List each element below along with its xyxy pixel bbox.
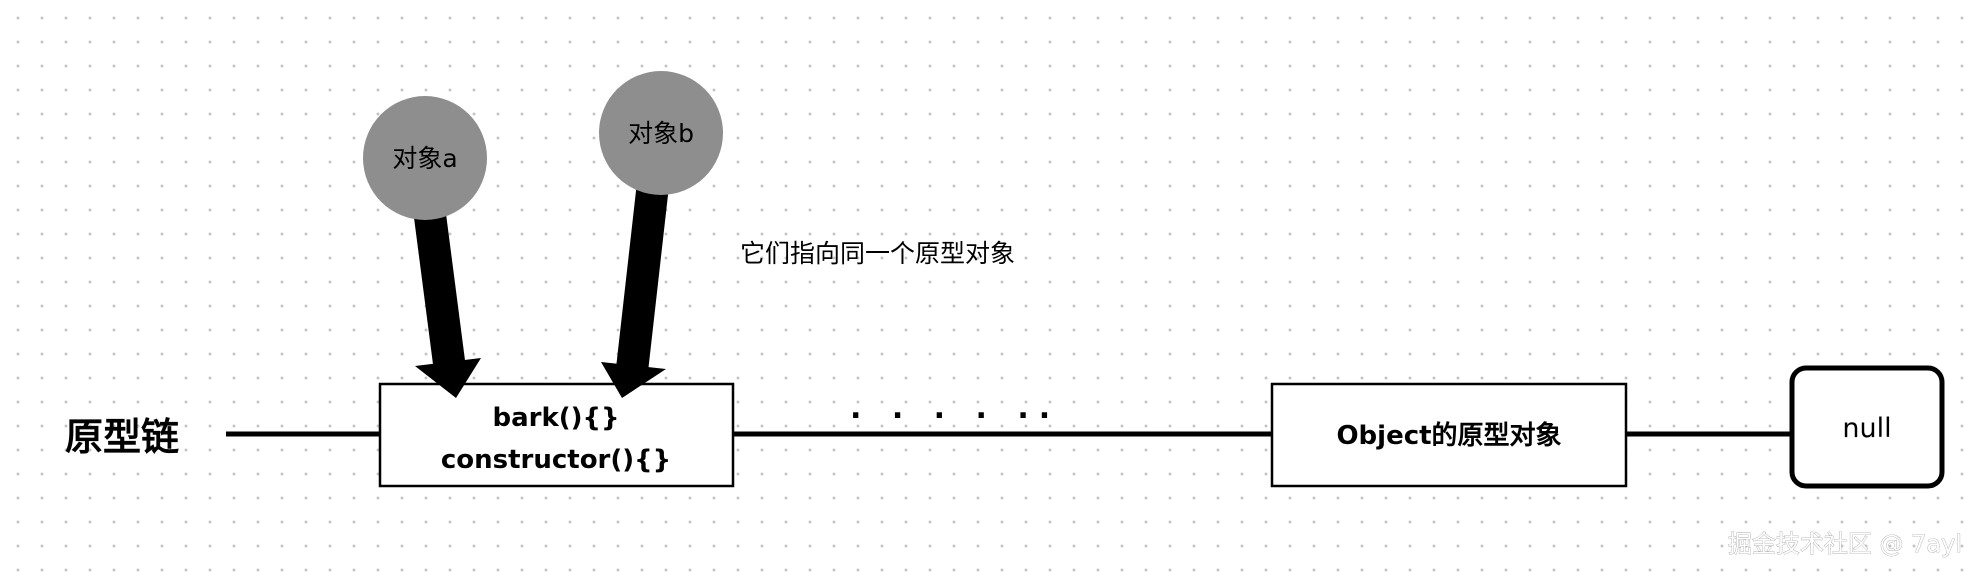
arrow-object-a	[413, 206, 481, 398]
arrow-object-b	[601, 182, 669, 398]
watermark: 掘金技术社区 @ 7ayl	[1728, 530, 1962, 558]
chain-ellipsis: . . . . ..	[850, 391, 1060, 426]
object-b-node: 对象b	[599, 71, 723, 195]
object-b-label: 对象b	[628, 119, 694, 148]
null-box: null	[1789, 365, 1945, 489]
object-prototype-label: Object的原型对象	[1336, 420, 1561, 451]
prototype-method-bark: bark(){}	[492, 403, 619, 433]
object-a-node: 对象a	[363, 96, 487, 220]
shared-prototype-note: 它们指向同一个原型对象	[740, 239, 1015, 268]
prototype-method-constructor: constructor(){}	[441, 445, 671, 475]
object-a-label: 对象a	[392, 144, 457, 173]
chain-label: 原型链	[65, 415, 179, 459]
object-prototype-box: Object的原型对象	[1270, 382, 1628, 488]
prototype-object-box: bark(){} constructor(){}	[378, 382, 735, 488]
null-label: null	[1842, 413, 1891, 444]
